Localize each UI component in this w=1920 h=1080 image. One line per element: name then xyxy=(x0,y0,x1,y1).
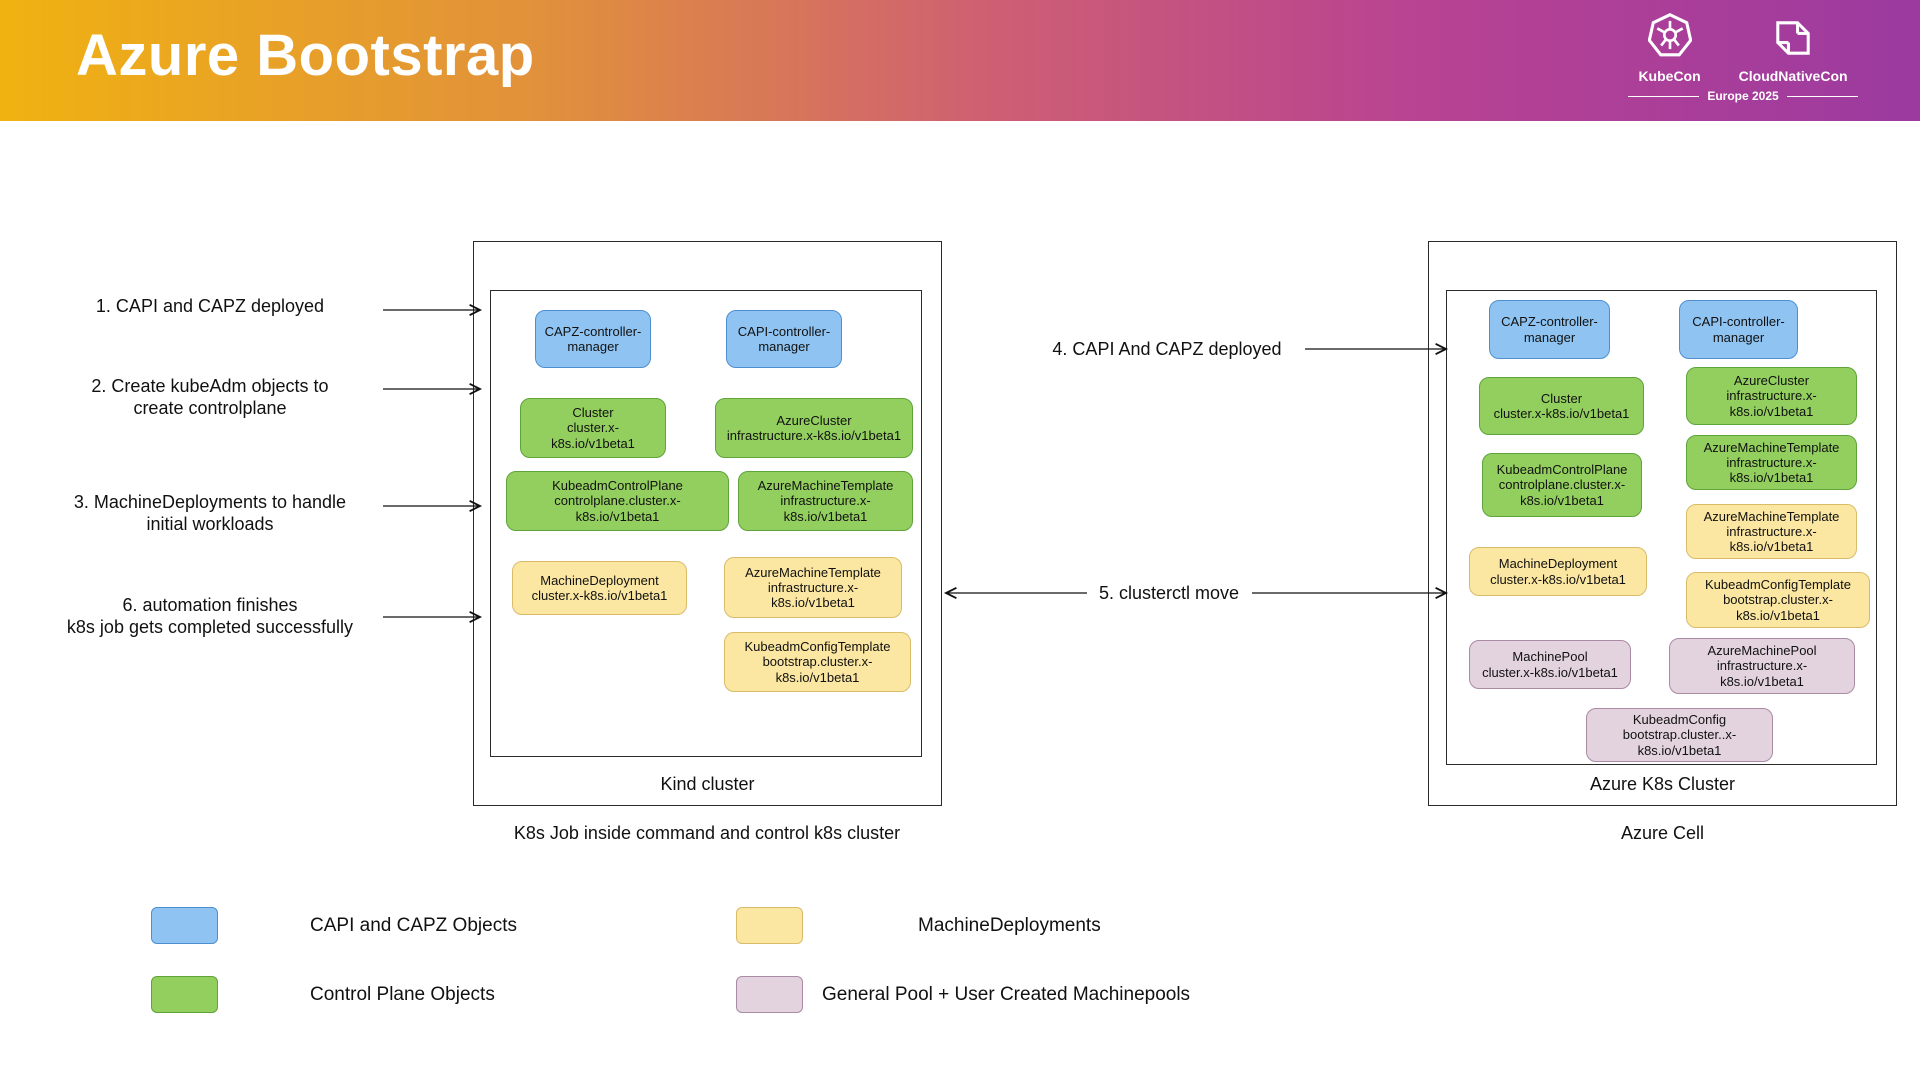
logo-row: KubeCon CloudNativeCon xyxy=(1638,13,1848,84)
annotation-step3: 3. MachineDeployments to handle initial … xyxy=(73,492,347,534)
node-name: AzureMachineTemplate xyxy=(757,478,894,493)
legend-swatch-capi-capz xyxy=(151,907,218,944)
kubecon-label: KubeCon xyxy=(1638,68,1701,84)
node-azuremachinetemplate-md-right: AzureMachineTemplate infrastructure.x-k8… xyxy=(1686,504,1857,559)
event-tagline: Europe 2025 xyxy=(1628,89,1858,103)
node-name: CAPI-controller-manager xyxy=(1692,314,1785,345)
node-machinedeployment: MachineDeployment cluster.x-k8s.io/v1bet… xyxy=(512,561,687,615)
kubecon-logo: KubeCon xyxy=(1638,13,1701,84)
node-api: bootstrap.cluster..x-k8s.io/v1beta1 xyxy=(1622,727,1737,758)
node-api: infrastructure.x-k8s.io/v1beta1 xyxy=(1716,658,1808,689)
k8s-job-cluster-label: K8s Job inside command and control k8s c… xyxy=(513,823,901,843)
node-name: AzureCluster xyxy=(776,412,852,428)
node-cluster: Cluster cluster.x-k8s.io/v1beta1 xyxy=(520,398,666,458)
node-name: CAPZ-controller-manager xyxy=(1501,314,1598,345)
legend-swatch-general-pool xyxy=(736,976,803,1013)
legend-label-capi-capz: CAPI and CAPZ Objects xyxy=(310,915,517,936)
node-kubeadmcontrolplane: KubeadmControlPlane controlplane.cluster… xyxy=(506,471,729,531)
node-name: AzureMachineTemplate xyxy=(745,564,881,580)
kubernetes-helm-icon xyxy=(1647,13,1692,62)
node-kubeadmconfigtemplate-right: KubeadmConfigTemplate bootstrap.cluster.… xyxy=(1686,572,1870,628)
node-api: cluster.x-k8s.io/v1beta1 xyxy=(1493,406,1630,421)
annotation-step2: 2. Create kubeAdm objects to create cont… xyxy=(91,376,329,418)
node-api: infrastructure.x-k8s.io/v1beta1 xyxy=(726,428,902,443)
legend-swatch-machinedeployments xyxy=(736,907,803,944)
node-machinedeployment-right: MachineDeployment cluster.x-k8s.io/v1bet… xyxy=(1469,547,1647,596)
node-name: AzureMachinePool xyxy=(1707,643,1817,658)
node-name: MachineDeployment xyxy=(1498,556,1618,572)
node-name: Cluster xyxy=(572,405,614,420)
event-location: Europe 2025 xyxy=(1707,89,1779,103)
node-azuremachinepool: AzureMachinePool infrastructure.x-k8s.io… xyxy=(1669,638,1855,694)
node-azurecluster-right: AzureCluster infrastructure.x-k8s.io/v1b… xyxy=(1686,367,1857,425)
annotation-step5: 5. clusterctl move xyxy=(1098,583,1240,603)
kind-cluster-label: Kind cluster xyxy=(660,774,755,794)
event-logos: KubeCon CloudNativeCon xyxy=(1628,13,1858,103)
node-azuremachinetemplate-md: AzureMachineTemplate infrastructure.x-k8… xyxy=(724,557,902,618)
node-name: KubeadmConfigTemplate xyxy=(744,639,891,654)
node-kubeadmconfigtemplate: KubeadmConfigTemplate bootstrap.cluster.… xyxy=(724,632,911,692)
node-machinepool: MachinePool cluster.x-k8s.io/v1beta1 xyxy=(1469,640,1631,689)
node-api: controlplane.cluster.x-k8s.io/v1beta1 xyxy=(1498,477,1626,508)
annotation-step4: 4. CAPI And CAPZ deployed xyxy=(1052,339,1282,359)
node-api: cluster.x-k8s.io/v1beta1 xyxy=(531,588,668,603)
annotation-step6: 6. automation finishes k8s job gets comp… xyxy=(66,595,354,637)
node-capi-controller-manager-right: CAPI-controller-manager xyxy=(1679,300,1798,359)
node-capz-controller-manager-right: CAPZ-controller-manager xyxy=(1489,300,1610,359)
node-name: AzureMachineTemplate xyxy=(1703,439,1840,455)
legend-label-machinedeployments: MachineDeployments xyxy=(918,915,1101,936)
header-banner: Azure Bootstrap xyxy=(0,0,1920,121)
azure-cell-label: Azure Cell xyxy=(1620,823,1705,843)
node-api: infrastructure.x-k8s.io/v1beta1 xyxy=(1726,454,1817,486)
node-api: infrastructure.x-k8s.io/v1beta1 xyxy=(767,579,859,611)
node-name: KubeadmControlPlane xyxy=(1496,462,1628,477)
cncf-icon xyxy=(1774,19,1812,62)
page-title: Azure Bootstrap xyxy=(76,23,535,88)
node-azuremachinetemplate-cp-right: AzureMachineTemplate infrastructure.x-k8… xyxy=(1686,435,1857,490)
node-name: AzureCluster xyxy=(1733,373,1810,388)
node-name: MachineDeployment xyxy=(540,572,659,588)
node-api: infrastructure.x-k8s.io/v1beta1 xyxy=(780,493,871,524)
node-capz-controller-manager: CAPZ-controller-manager xyxy=(535,310,651,368)
legend-label-control-plane: Control Plane Objects xyxy=(310,984,495,1005)
legend-swatch-control-plane xyxy=(151,976,218,1013)
node-api: bootstrap.cluster.x-k8s.io/v1beta1 xyxy=(762,654,873,685)
node-azurecluster: AzureCluster infrastructure.x-k8s.io/v1b… xyxy=(715,398,913,458)
node-api: cluster.x-k8s.io/v1beta1 xyxy=(1490,571,1626,587)
tagline-rule-right xyxy=(1786,95,1858,97)
node-name: AzureMachineTemplate xyxy=(1703,508,1840,524)
annotation-step1: 1. CAPI and CAPZ deployed xyxy=(95,296,325,316)
node-name: KubeadmControlPlane xyxy=(552,478,683,493)
node-name: KubeadmConfig xyxy=(1632,712,1727,728)
cloudnativecon-label: CloudNativeCon xyxy=(1738,68,1848,84)
node-name: Cluster xyxy=(1540,390,1583,406)
azure-k8s-cluster-label: Azure K8s Cluster xyxy=(1589,774,1736,794)
node-api: cluster.x-k8s.io/v1beta1 xyxy=(551,420,635,451)
tagline-rule-left xyxy=(1628,95,1700,97)
node-name: MachinePool xyxy=(1512,649,1588,665)
node-api: infrastructure.x-k8s.io/v1beta1 xyxy=(1726,388,1817,419)
node-kubeadmconfig: KubeadmConfig bootstrap.cluster..x-k8s.i… xyxy=(1586,708,1773,762)
node-capi-controller-manager: CAPI-controller-manager xyxy=(726,310,842,368)
node-azuremachinetemplate-cp: AzureMachineTemplate infrastructure.x-k8… xyxy=(738,471,913,531)
node-name: CAPZ-controller-manager xyxy=(544,323,642,354)
cloudnativecon-logo: CloudNativeCon xyxy=(1739,19,1848,84)
node-cluster-right: Cluster cluster.x-k8s.io/v1beta1 xyxy=(1479,377,1644,435)
node-api: bootstrap.cluster.x-k8s.io/v1beta1 xyxy=(1723,592,1833,623)
node-api: cluster.x-k8s.io/v1beta1 xyxy=(1482,664,1618,680)
legend-label-general-pool: General Pool + User Created Machinepools xyxy=(822,984,1191,1005)
node-api: controlplane.cluster.x-k8s.io/v1beta1 xyxy=(554,493,681,524)
node-name: KubeadmConfigTemplate xyxy=(1705,577,1851,592)
node-name: CAPI-controller-manager xyxy=(737,323,831,354)
node-api: infrastructure.x-k8s.io/v1beta1 xyxy=(1726,523,1817,555)
node-kubeadmcontrolplane-right: KubeadmControlPlane controlplane.cluster… xyxy=(1482,453,1642,517)
